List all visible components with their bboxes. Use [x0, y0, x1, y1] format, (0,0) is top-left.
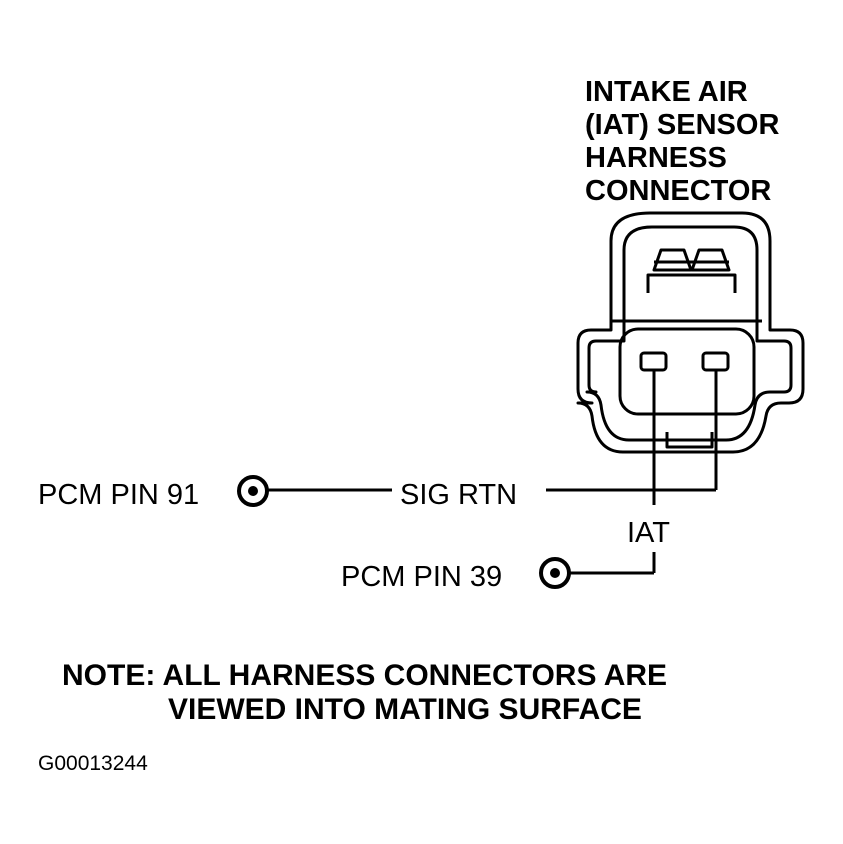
pcm-pin-91-terminal: [237, 475, 269, 507]
wires: [268, 370, 718, 575]
connector-title-line-3: HARNESS: [585, 142, 727, 174]
connector-title-line-1: INTAKE AIR: [585, 76, 748, 108]
connector-latch-tab-left: [652, 248, 693, 272]
pcm-pin-39-label: PCM PIN 39: [341, 561, 502, 593]
connector-title-line-4: CONNECTOR: [585, 175, 771, 207]
pcm-pin-39-terminal: [539, 557, 571, 589]
connector-cavity: [618, 327, 756, 416]
note-line-2: VIEWED INTO MATING SURFACE: [168, 693, 642, 726]
connector-inner-housing: [585, 225, 793, 442]
connector-outer-housing: [576, 211, 805, 454]
connector-title: INTAKE AIR (IAT) SENSOR HARNESS CONNECTO…: [585, 76, 779, 207]
note-line-1: NOTE: ALL HARNESS CONNECTORS ARE: [62, 659, 667, 692]
pcm-pin-91-label: PCM PIN 91: [38, 479, 199, 511]
connector-title-line-2: (IAT) SENSOR: [585, 109, 779, 141]
terminal-iat: [639, 351, 668, 372]
figure-id: G00013244: [38, 752, 148, 775]
harness-connector-drawing: [576, 211, 805, 454]
sig-rtn-label: SIG RTN: [400, 479, 517, 511]
connector-latch: [646, 273, 737, 293]
connector-keyway: [665, 432, 714, 449]
terminal-sig-rtn: [701, 351, 730, 372]
pcm-pin-39-dot-icon: [550, 568, 560, 578]
iat-label: IAT: [627, 517, 670, 549]
connector-latch-tab-right: [690, 248, 731, 272]
note: NOTE: ALL HARNESS CONNECTORS ARE VIEWED …: [62, 659, 667, 726]
pcm-pin-91-dot-icon: [248, 486, 258, 496]
